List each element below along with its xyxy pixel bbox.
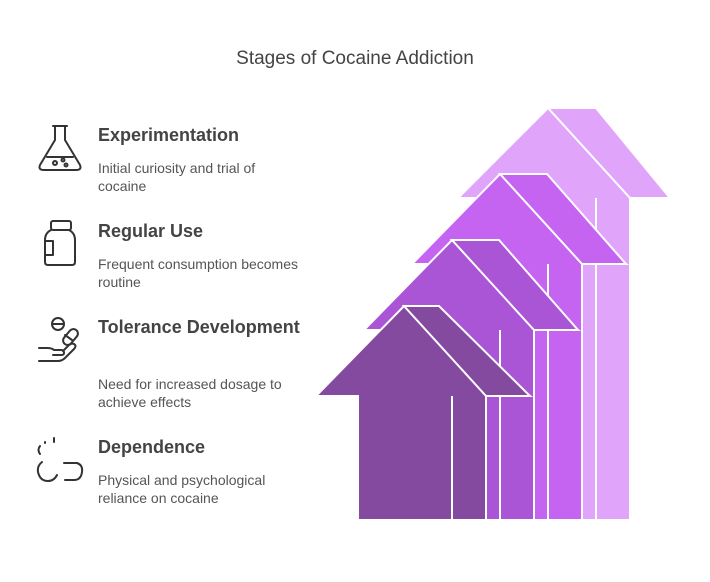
diagram-title: Stages of Cocaine Addiction [236,48,474,69]
pills-hand-icon [38,317,79,362]
stage-heading: Regular Use [98,221,204,241]
arrow-dependence [313,304,534,521]
stage-heading: Dependence [98,437,206,457]
broken-link-icon [36,437,84,482]
pill-bottle-icon [44,220,76,266]
stage-description: Initial curiosity and trial of cocaine [98,160,256,194]
stage-heading: Experimentation [98,125,240,145]
stage-heading: Tolerance Development [98,317,300,337]
stage-description: Frequent consumption becomes routine [98,256,298,290]
stage-description: Need for increased dosage to achieve eff… [98,376,282,410]
stepped-arrows-graphic [313,106,674,521]
flask-icon [38,125,82,171]
stage-description: Physical and psychological reliance on c… [98,472,266,506]
